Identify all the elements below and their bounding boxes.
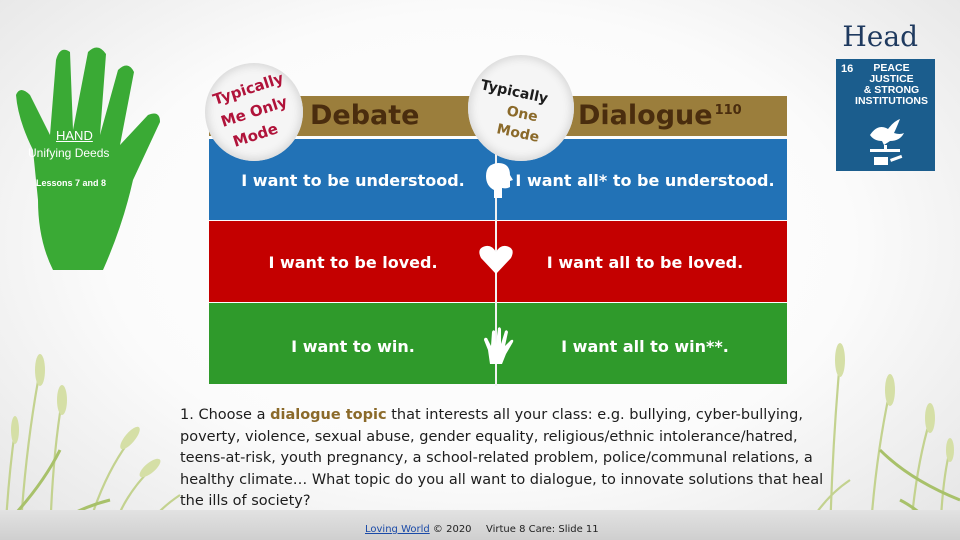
heart-icon [479, 245, 513, 274]
wheat-decoration-left [0, 354, 181, 540]
sdg-16-tile: 16 PEACE JUSTICE & STRONG INSTITUTIONS [836, 59, 935, 171]
footer-slide-label: Virtue 8 Care: Slide 11 [486, 524, 599, 535]
badge-text: Typically One Mode [479, 77, 549, 146]
badge-line: One [505, 103, 539, 125]
ground-strip [0, 510, 960, 540]
instructions-body: that interests all your class: e.g. bull… [180, 407, 824, 509]
hand-subtitle: Unifying Deeds [28, 146, 110, 160]
badge-line: Typically [479, 77, 549, 107]
debate-statement: I want to be understood. [241, 171, 465, 190]
sdg-title-line: JUSTICE [869, 73, 914, 85]
copyright-text: © 2020 [429, 524, 472, 535]
hand-logo-icon [16, 47, 160, 270]
dialogue-label: Dialogue [578, 100, 713, 131]
sdg-title-line: INSTITUTIONS [855, 95, 928, 107]
hand-lessons: Lessons 7 and 8 [36, 178, 107, 188]
sdg-number: 16 [841, 63, 854, 75]
typically-one-mode-badge: Typically One Mode [468, 55, 574, 161]
head-silhouette-icon [486, 163, 513, 198]
instructions-prefix: 1. Choose a [180, 407, 271, 423]
dialogue-statement: I want all* to be understood. [515, 171, 775, 190]
debate-statement: I want to be loved. [268, 253, 438, 272]
head-label: Head [842, 20, 918, 53]
dove-gavel-icon [870, 119, 904, 165]
dialogue-reference: 110 [714, 103, 742, 118]
debate-statement: I want to win. [291, 337, 415, 356]
typically-me-only-badge: Typically Me Only Mode [205, 63, 303, 161]
dialogue-topic-highlight: dialogue topic [270, 407, 387, 423]
hand-title: HAND [56, 128, 93, 143]
loving-world-link[interactable]: Loving World [365, 524, 430, 535]
sdg-title-line: PEACE [873, 62, 910, 74]
footer-copyright: Loving World © 2020 [365, 524, 472, 535]
dialogue-statement: I want all to win**. [561, 337, 729, 356]
badge-text: Typically Me Only Mode [211, 69, 290, 151]
dialogue-statement: I want all to be loved. [546, 253, 744, 272]
hand-icon [484, 327, 514, 364]
instructions-paragraph: 1. Choose a dialogue topic that interest… [180, 405, 830, 513]
debate-heading: Debate [310, 100, 420, 131]
sdg-title: PEACE JUSTICE & STRONG INSTITUTIONS [836, 63, 935, 107]
sdg-title-line: & STRONG [863, 84, 920, 96]
